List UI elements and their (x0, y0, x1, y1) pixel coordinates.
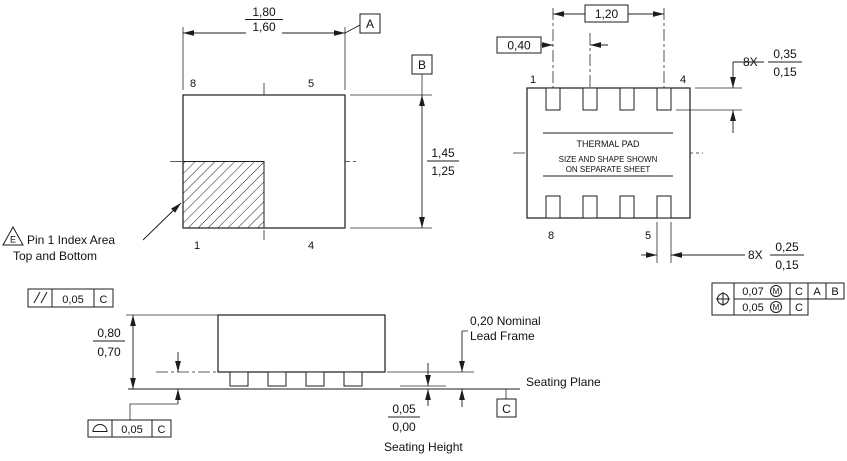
datum-c-label: C (502, 402, 511, 416)
fcf-row1-datum2: A (813, 286, 821, 298)
dim-height-min: 1,25 (431, 164, 455, 178)
dim-height: 1,45 1,25 (350, 94, 459, 229)
thermal-pad-line1: THERMAL PAD (576, 139, 640, 149)
height-min: 0,70 (97, 345, 121, 359)
parallelism-frame: 0,05 C (27, 288, 114, 308)
datum-b-label: B (418, 58, 426, 72)
pin1-note-line2: Top and Bottom (13, 249, 97, 263)
lead-pad (582, 87, 598, 111)
lead-profile (305, 371, 325, 387)
lead-pad (545, 87, 561, 111)
bottom-view: 1,20 0,40 1 4 8 5 8X 0,35 0,15 (496, 4, 845, 316)
dim-lead-length: 8X 0,35 0,15 (676, 47, 802, 133)
revision-flag-triangle-icon (2, 225, 24, 246)
lead-pad (656, 195, 672, 219)
seating-height-label: Seating Height (384, 440, 463, 454)
position-symbol-icon (716, 292, 730, 306)
profile-of-surface-symbol-icon (92, 424, 108, 432)
pin1-index-note: E Pin 1 Index Area Top and Bottom (2, 202, 182, 263)
lead-length-max: 0,35 (773, 47, 797, 61)
position-tolerance-frame: 0,07 M C A B 0,05 M C (711, 282, 845, 316)
dim-pitch: 0,40 (496, 36, 608, 54)
pin-number-4: 4 (680, 74, 686, 86)
dim-width-min: 1,60 (252, 20, 276, 34)
side-view: Seating Plane 0,80 0,70 0,05 C (27, 288, 601, 454)
lead-frame-note-line2: Lead Frame (470, 329, 535, 343)
dim-width-max: 1,80 (252, 5, 276, 19)
lead-frame-note: 0,20 Nominal Lead Frame (387, 314, 541, 407)
lead-pad (656, 87, 672, 111)
lead-width-max: 0,25 (775, 240, 799, 254)
pin1-note-line1: Pin 1 Index Area (27, 233, 115, 247)
profile-tolerance: 0,05 (121, 424, 142, 436)
parallelism-tolerance: 0,05 (62, 294, 83, 306)
lead-frame-note-line1: 0,20 Nominal (470, 314, 541, 328)
fcf-row2-datum1: C (795, 302, 803, 314)
datum-b-flag: B (411, 54, 433, 95)
pin-number-8: 8 (190, 78, 196, 90)
lead-profile (229, 371, 249, 387)
datum-a-label: A (366, 17, 374, 31)
height-max: 0,80 (97, 326, 121, 340)
pin-number-8: 8 (548, 230, 554, 242)
parallelism-symbol-icon (33, 291, 48, 304)
revision-flag-letter: E (10, 235, 16, 245)
lead-profile (343, 371, 363, 387)
lead-profile (267, 371, 287, 387)
lead-pad (582, 195, 598, 219)
seating-plane-label: Seating Plane (526, 375, 601, 389)
pin-number-1: 1 (194, 240, 200, 252)
lead-width-count: 8X (748, 248, 763, 262)
dim-lead-span: 1,20 (553, 4, 664, 23)
thermal-pad-line3: ON SEPARATE SHEET (566, 165, 651, 174)
thermal-pad-line2: SIZE AND SHAPE SHOWN (559, 155, 658, 164)
fcf-row2-modifier: M (773, 303, 780, 312)
fcf-row1-tolerance: 0,07 (742, 286, 763, 298)
dim-lead-width: 8X 0,25 0,15 (641, 222, 804, 272)
datum-c-flag: C (496, 389, 517, 418)
lead-pad (545, 195, 561, 219)
lead-pad (619, 87, 635, 111)
mmc-modifier-icon (770, 285, 782, 297)
pin-number-5: 5 (645, 230, 651, 242)
lead-pad (619, 195, 635, 219)
dim-span-value: 1,20 (595, 7, 619, 21)
lead-length-min: 0,15 (773, 65, 797, 79)
lead-length-count: 8X (743, 55, 758, 69)
seating-height-min: 0,00 (392, 420, 416, 434)
pin-number-4: 4 (308, 240, 314, 252)
datum-a-flag: A (359, 13, 381, 34)
dim-height-max: 1,45 (431, 146, 455, 160)
dim-overall-height: 0,80 0,70 (93, 314, 218, 389)
pin1-note-leader-arrow (142, 202, 182, 241)
fcf-row2-tolerance: 0,05 (742, 302, 763, 314)
thermal-pad-note: THERMAL PAD SIZE AND SHAPE SHOWN ON SEPA… (543, 132, 673, 177)
profile-frame: 0,05 C (87, 419, 172, 438)
package-body-profile (217, 314, 386, 373)
pin-number-5: 5 (308, 78, 314, 90)
dim-pitch-value: 0,40 (507, 39, 531, 53)
parallelism-datum: C (100, 294, 108, 306)
top-view: 1,80 1,60 A B 1,45 1,25 8 5 1 4 (2, 5, 459, 263)
pin-number-1: 1 (530, 74, 536, 86)
seating-height-max: 0,05 (392, 402, 416, 416)
lead-width-min: 0,15 (775, 258, 799, 272)
fcf-row1-datum3: B (831, 286, 838, 298)
seating-height-note: 0,05 0,00 Seating Height (384, 363, 463, 454)
mmc-modifier-icon (770, 301, 782, 313)
pin1-index-hatch-area (182, 161, 265, 229)
profile-datum: C (158, 424, 166, 436)
lead-frame-extension-left (129, 352, 218, 420)
fcf-row1-modifier: M (773, 287, 780, 296)
dim-width: 1,80 1,60 (182, 5, 361, 90)
fcf-row1-datum1: C (795, 286, 803, 298)
